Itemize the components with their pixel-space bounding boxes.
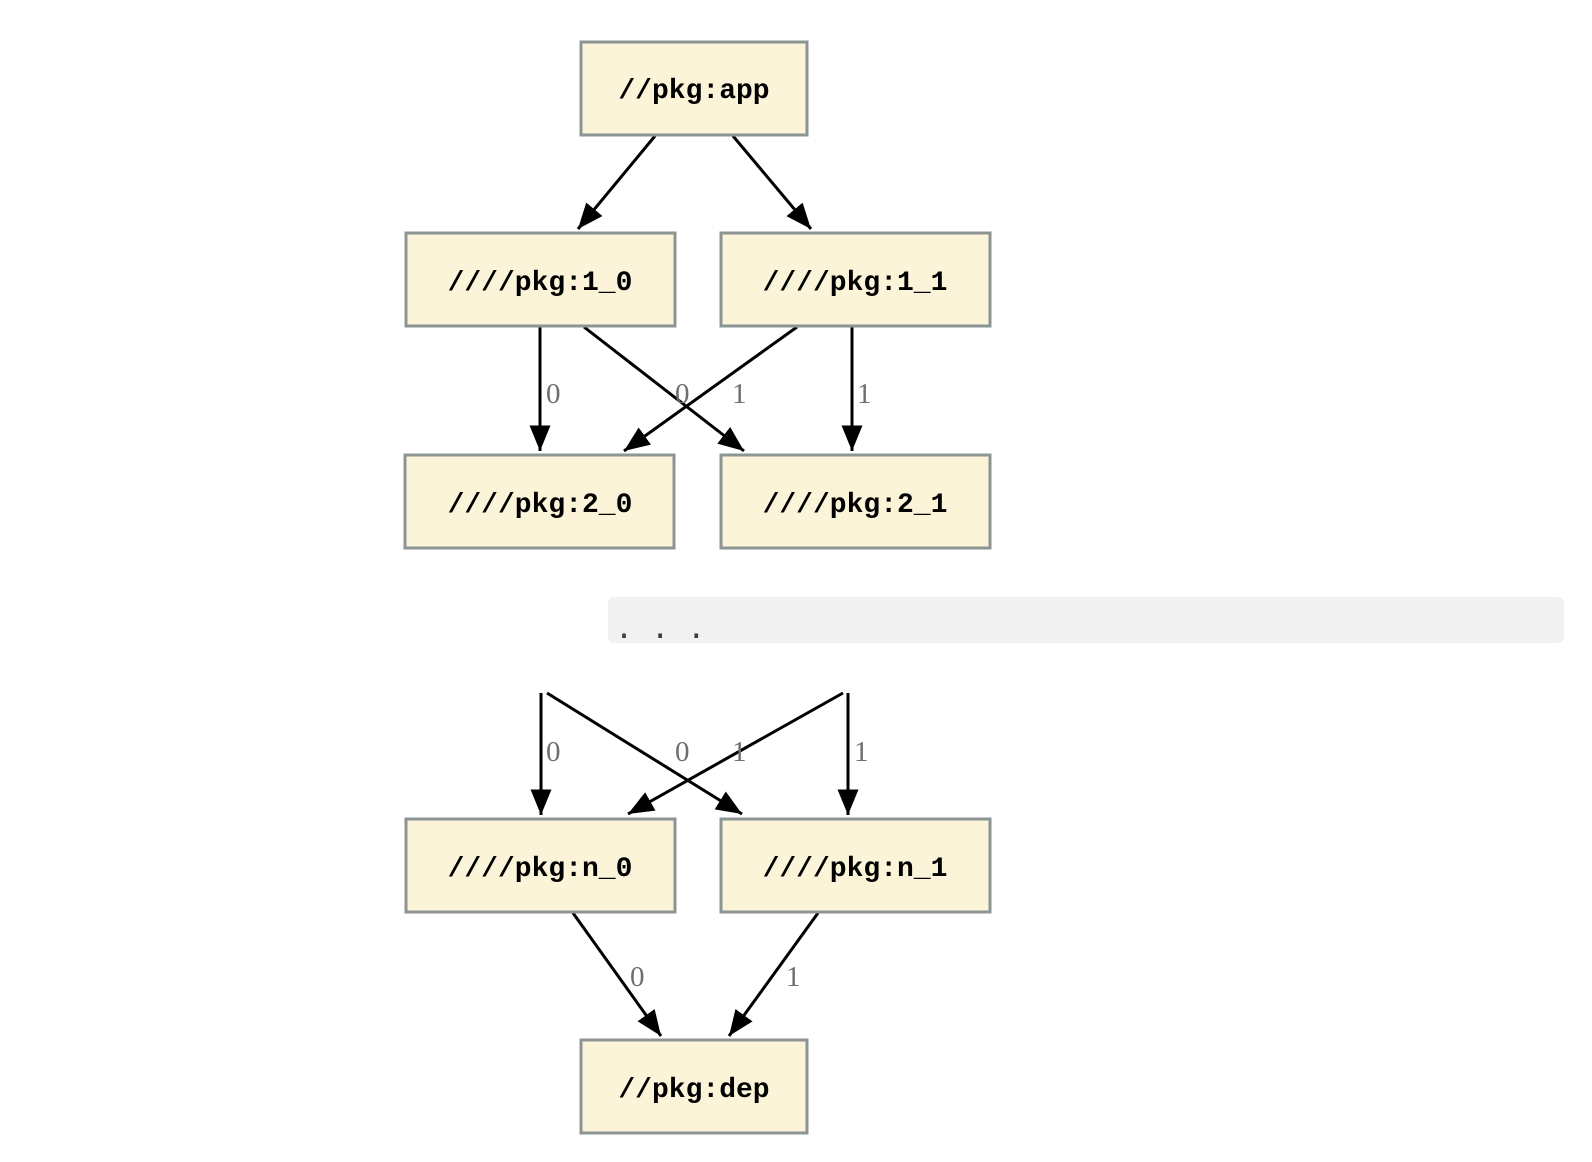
node-pkg-dep: //pkg:dep: [579, 1038, 809, 1135]
edge-n_0-to-dep: [571, 912, 663, 1037]
edge-label-dots-to-n_1-left: 0: [675, 736, 690, 768]
node-pkg-2_1: ////pkg:2_1: [719, 453, 992, 550]
node-label: ////pkg:2_1: [763, 490, 948, 521]
edge-1_1-to-2_0: [623, 325, 798, 453]
ellipsis-band-bg: [608, 597, 1564, 643]
node-pkg-1_0: ////pkg:1_0: [404, 231, 677, 328]
node-label: ////pkg:n_0: [448, 854, 633, 885]
node-pkg-2_0: ////pkg:2_0: [403, 453, 676, 550]
edges: [529, 135, 863, 1037]
node-box: [719, 453, 992, 550]
edge-n_1-to-dep: [727, 912, 820, 1037]
edge-label-1_1-to-2_1: 1: [857, 378, 872, 410]
node-label: ////pkg:1_0: [448, 268, 633, 299]
node-box: [404, 817, 677, 914]
ellipsis-band: . . .: [608, 597, 1564, 646]
node-label: //pkg:app: [618, 76, 769, 107]
edge-1_0-to-2_1: [583, 325, 745, 453]
node-box: [579, 1038, 809, 1135]
edge-label-1_1-to-2_0: 1: [732, 378, 747, 410]
node-box: [719, 231, 992, 328]
node-box: [403, 453, 676, 550]
node-label: //pkg:dep: [618, 1075, 769, 1106]
node-box: [404, 231, 677, 328]
edge-labels: 0 0 1 1 0 0 1 1 0 1: [546, 378, 872, 993]
node-pkg-app: //pkg:app: [579, 40, 809, 137]
edge-label-1_0-to-2_1: 0: [675, 378, 690, 410]
node-box: [719, 817, 992, 914]
node-pkg-n_0: ////pkg:n_0: [404, 817, 677, 914]
edge-app-to-1_0: [576, 135, 657, 230]
edge-label-n_0-to-dep: 0: [630, 961, 645, 993]
edge-label-dots-to-n_0-left: 0: [546, 736, 561, 768]
ellipsis-text: . . .: [615, 611, 705, 646]
edge-label-dots-to-n_0-right: 1: [732, 736, 747, 768]
edge-label-dots-to-n_1-right: 1: [854, 736, 869, 768]
node-pkg-n_1: ////pkg:n_1: [719, 817, 992, 914]
edge-dots-to-n_1-left: [546, 691, 743, 816]
node-pkg-1_1: ////pkg:1_1: [719, 231, 992, 328]
node-label: ////pkg:2_0: [448, 490, 633, 521]
node-label: ////pkg:n_1: [763, 854, 948, 885]
node-box: [579, 40, 809, 137]
edge-dots-to-n_0-right: [627, 691, 844, 816]
edge-app-to-1_1: [731, 135, 813, 230]
edge-label-n_1-to-dep: 1: [786, 961, 801, 993]
node-label: ////pkg:1_1: [763, 268, 948, 299]
edge-label-1_0-to-2_0: 0: [546, 378, 561, 410]
